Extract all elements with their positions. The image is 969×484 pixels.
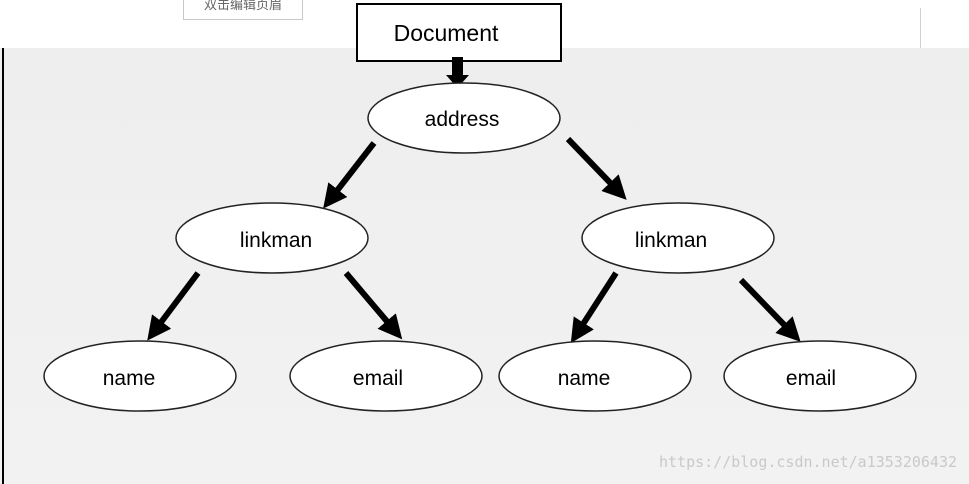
- document-node-label: Document: [394, 20, 499, 46]
- node-linkman-left-label: linkman: [240, 229, 312, 252]
- node-name-left-label: name: [103, 367, 156, 390]
- edge-linkman-right-name-right: [570, 271, 619, 344]
- edge-document-address: [446, 57, 469, 88]
- node-email-left: email: [289, 340, 483, 412]
- node-linkman-right: linkman: [581, 202, 775, 274]
- node-name-right: name: [498, 340, 692, 412]
- node-linkman-right-label: linkman: [635, 229, 707, 252]
- edge-address-linkman-left: [323, 141, 377, 209]
- node-name-right-label: name: [558, 367, 611, 390]
- header-divider: [920, 8, 921, 48]
- node-address-label: address: [425, 108, 500, 131]
- node-email-right-label: email: [786, 367, 836, 390]
- edge-linkman-left-email-left: [343, 271, 403, 340]
- node-linkman-left: linkman: [175, 202, 369, 274]
- canvas-left-border: [2, 48, 4, 484]
- watermark-url: https://blog.csdn.net/a1353206432: [658, 453, 957, 471]
- edit-header-button[interactable]: 双击编辑页眉: [183, 0, 303, 20]
- node-name-left: name: [43, 340, 237, 412]
- edge-linkman-right-email-right: [738, 277, 801, 342]
- node-address: address: [367, 82, 561, 154]
- document-node: Document: [356, 3, 562, 62]
- node-email-right: email: [723, 340, 917, 412]
- edge-linkman-left-name-left: [147, 271, 201, 341]
- edge-address-linkman-right: [565, 136, 627, 200]
- node-email-left-label: email: [353, 367, 403, 390]
